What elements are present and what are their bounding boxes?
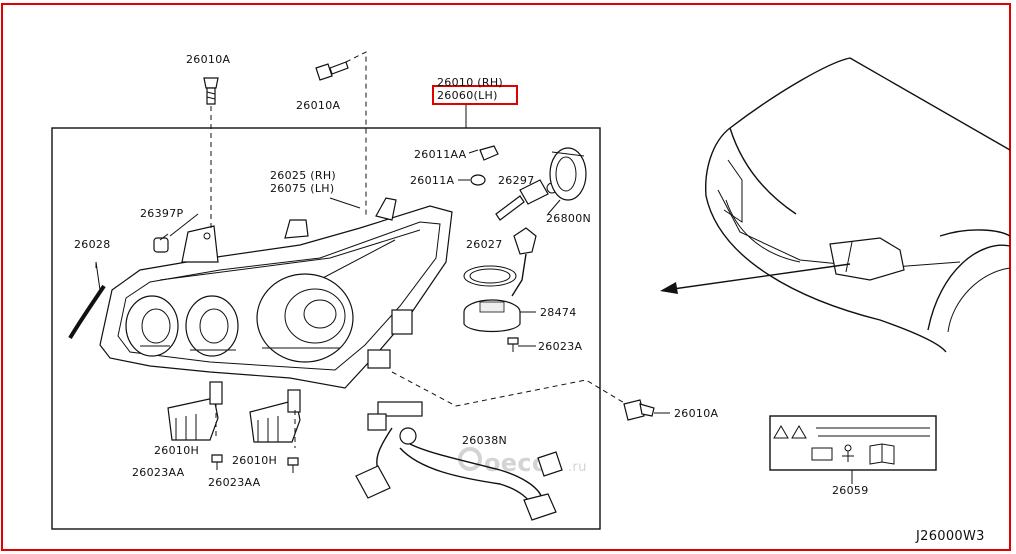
label-26011a: 26011A [410, 174, 454, 187]
bolt-26010a[interactable] [315, 61, 349, 81]
screw-26023a[interactable] [507, 337, 519, 352]
label-26023a: 26023A [538, 340, 582, 353]
bolt-26010a-right[interactable] [623, 399, 655, 421]
label-26060-lh: 26060(LH) [437, 89, 498, 102]
headlamp-assembly[interactable] [99, 197, 453, 389]
label-26027: 26027 [466, 238, 503, 251]
watermark-text: oeco [484, 449, 549, 477]
bracket-26010h-left[interactable] [167, 381, 223, 441]
gasket-26027[interactable] [463, 265, 517, 287]
screw-26023aa-left[interactable] [211, 454, 223, 470]
label-26059: 26059 [832, 484, 869, 497]
bulb-26011aa[interactable] [479, 145, 499, 161]
label-26023aa-left: 26023AA [132, 466, 185, 479]
harness-26038n[interactable] [355, 401, 563, 521]
label-26028: 26028 [74, 238, 111, 251]
outer-border [1, 3, 1011, 551]
watermark: oeco .ru [458, 447, 587, 477]
cap-26397p[interactable] [153, 233, 169, 253]
label-26010a-right: 26010A [674, 407, 718, 420]
label-26011aa: 26011AA [414, 148, 467, 161]
label-26010h-mid: 26010H [232, 454, 277, 467]
label-26023aa-mid: 26023AA [208, 476, 261, 489]
bulb-26011a[interactable] [470, 174, 486, 186]
ballast-28474[interactable] [463, 299, 521, 333]
label-26025-rh: 26025 (RH) [270, 169, 336, 182]
screw-26023aa-mid[interactable] [287, 457, 299, 473]
label-26297: 26297 [498, 174, 535, 187]
watermark-tld: .ru [568, 460, 587, 475]
label-26397p: 26397P [140, 207, 183, 220]
screw-26010a-top[interactable] [203, 77, 219, 105]
direction-arrow [660, 263, 851, 294]
bracket-26010h-mid[interactable] [249, 389, 301, 443]
warning-label-26059[interactable] [769, 415, 937, 471]
label-26800n: 26800N [546, 212, 591, 225]
label-26010a-top: 26010A [186, 53, 230, 66]
label-26010a-bolt: 26010A [296, 99, 340, 112]
highlight-box [432, 85, 518, 105]
diagram-code: J26000W3 [915, 529, 985, 544]
label-26010h-left: 26010H [154, 444, 199, 457]
cover-26800n[interactable] [549, 147, 587, 201]
trim-strip-26028[interactable] [68, 284, 106, 340]
igniter-cable[interactable] [511, 227, 537, 297]
label-26075-lh: 26075 (LH) [270, 182, 334, 195]
vehicle-front-view [705, 57, 1011, 353]
label-28474: 28474 [540, 306, 577, 319]
assembly-box [51, 127, 601, 530]
label-26038n: 26038N [462, 434, 507, 447]
label-26010-rh: 26010 (RH) [437, 76, 503, 89]
